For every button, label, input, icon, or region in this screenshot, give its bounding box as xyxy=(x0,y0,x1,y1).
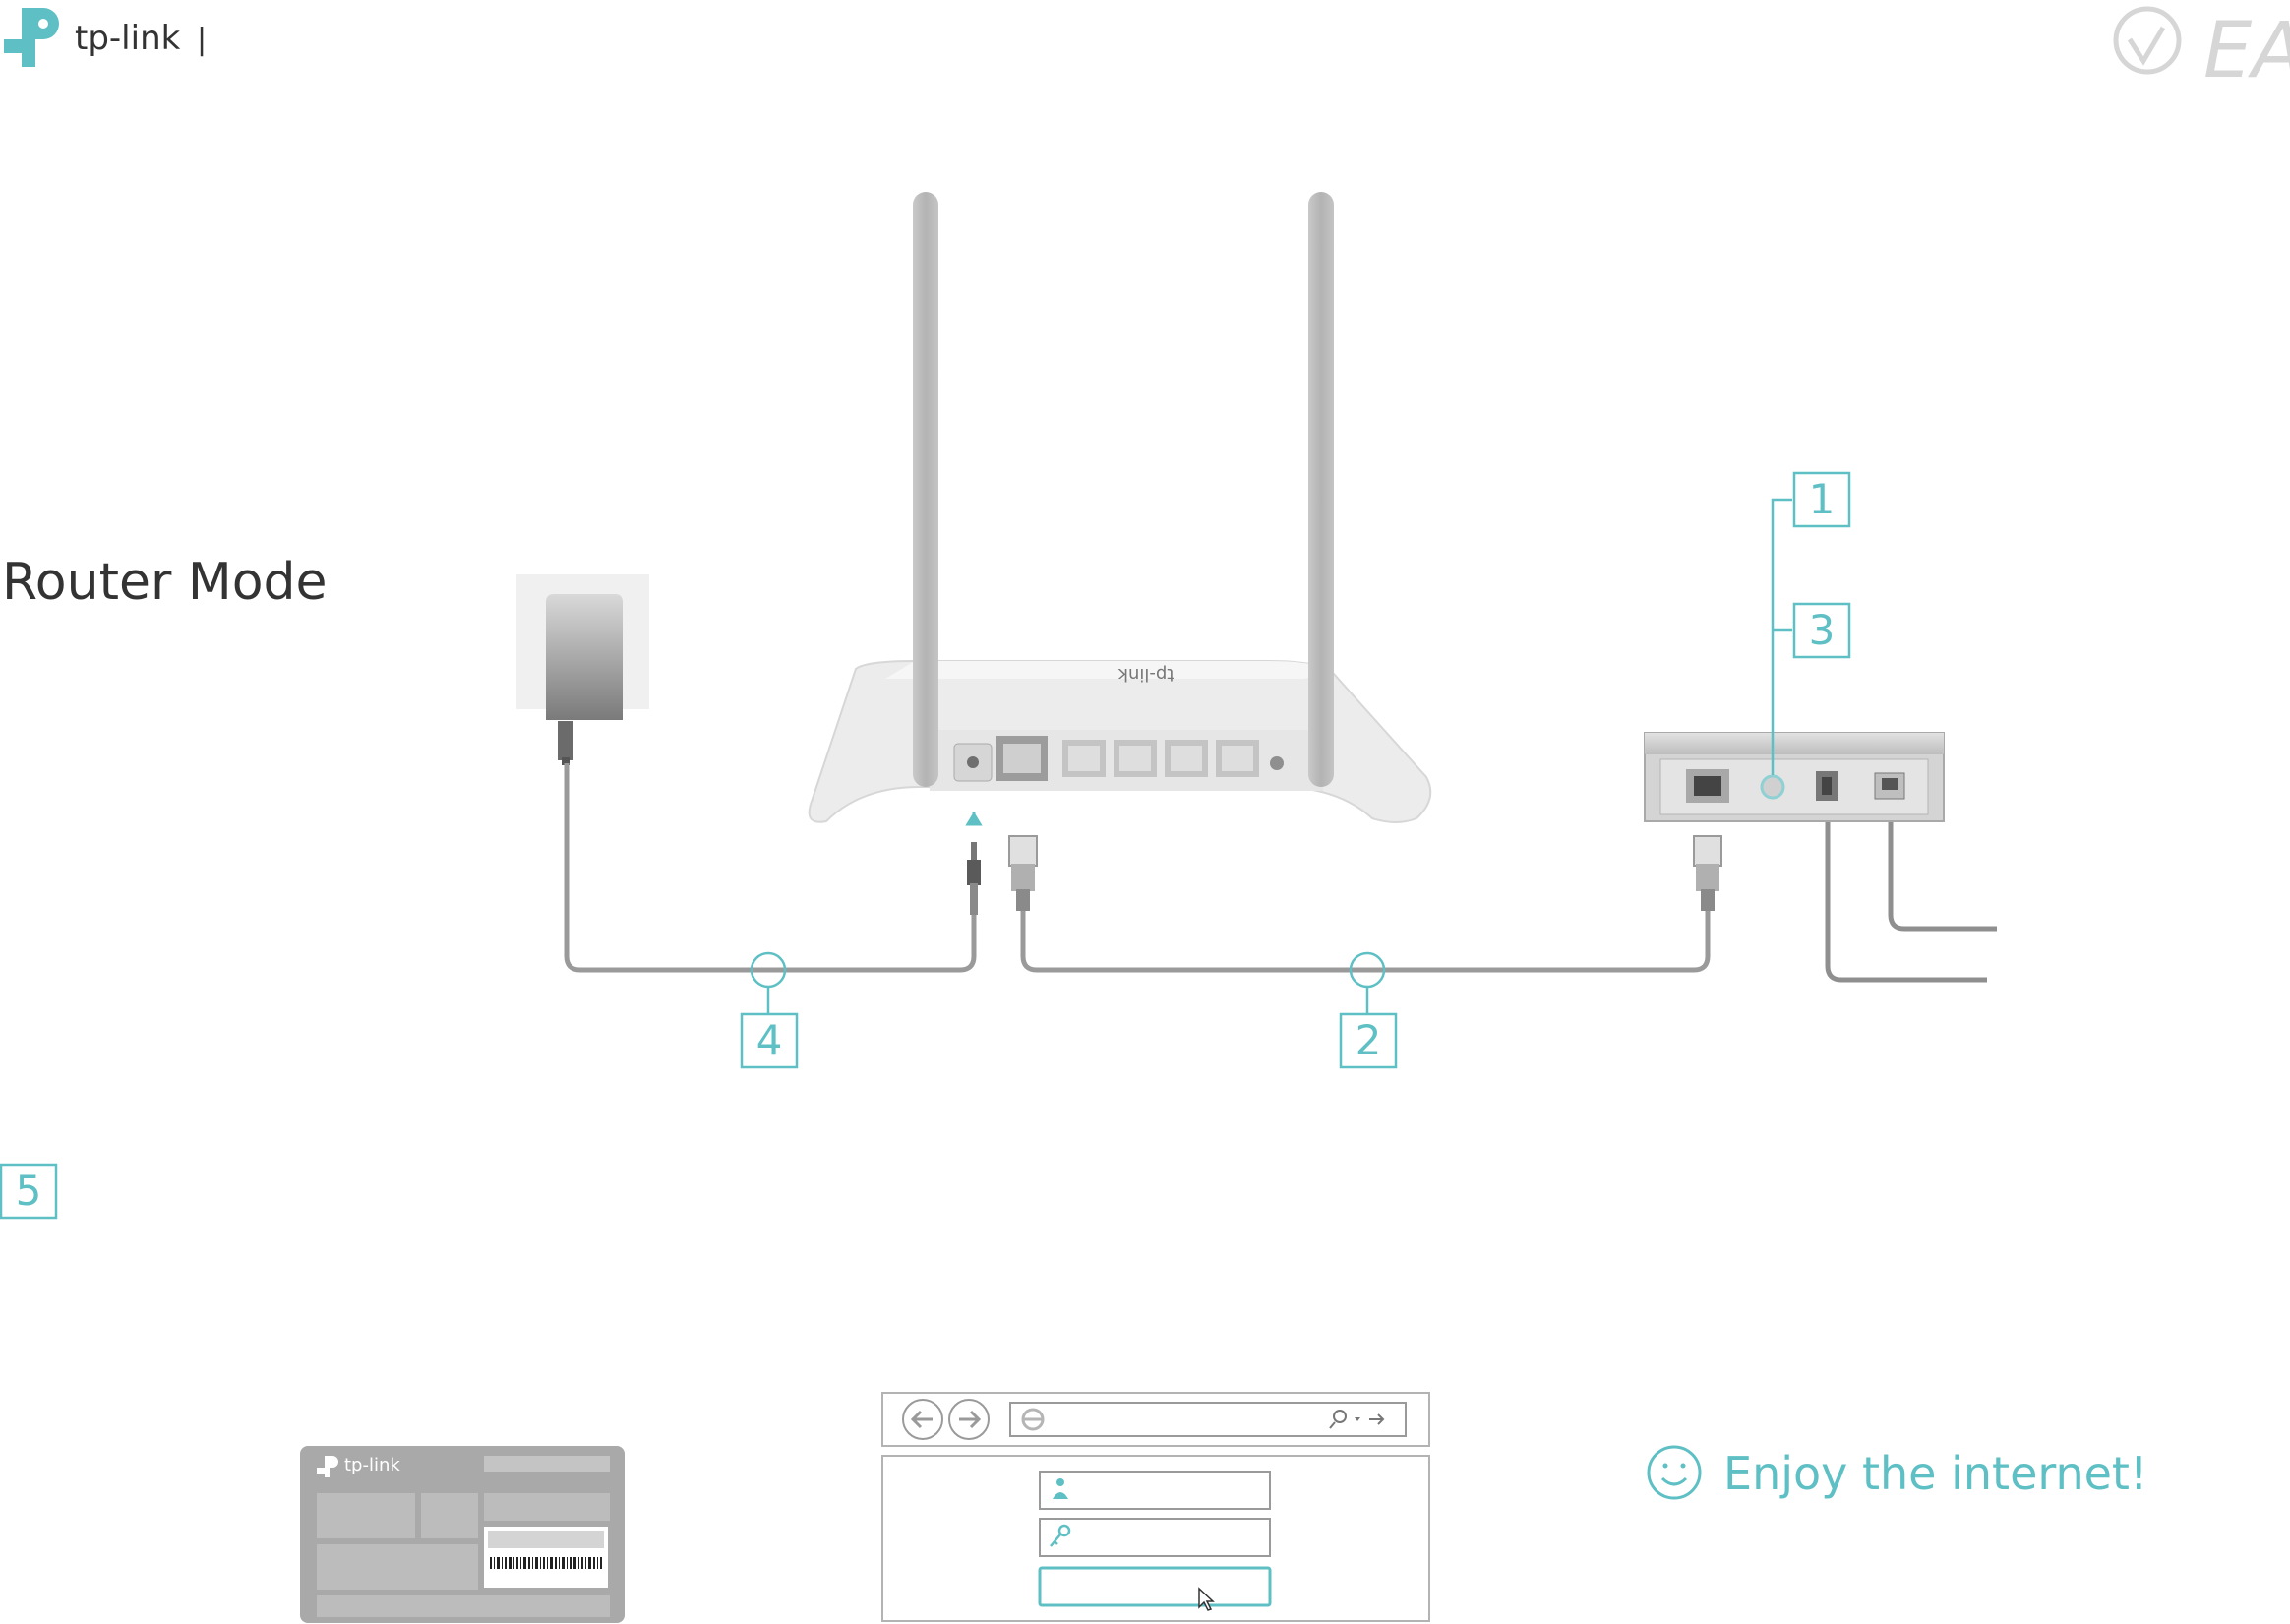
modem-power-button xyxy=(1760,774,1785,800)
step-4-label: 4 xyxy=(756,1016,783,1064)
label-card-logo-text: tp-link xyxy=(344,1455,400,1475)
callout-lines xyxy=(750,498,1792,1013)
tp-link-logo-icon xyxy=(4,8,59,67)
brand-logo-text: tp-link xyxy=(75,19,181,58)
label-card-logo-icon xyxy=(317,1456,338,1477)
power-plug xyxy=(965,812,983,915)
brand-separator: | xyxy=(197,23,207,57)
password-field[interactable] xyxy=(1039,1518,1271,1557)
browser-window xyxy=(881,1392,1430,1622)
step-2: 2 xyxy=(1339,1012,1398,1069)
power-cable xyxy=(564,763,977,973)
antenna-left xyxy=(913,192,938,787)
step-3-label: 3 xyxy=(1809,606,1836,654)
barcode xyxy=(490,1557,602,1569)
brand-logo: tp-link | xyxy=(4,8,207,67)
step-5: 5 xyxy=(0,1163,58,1220)
cursor-icon xyxy=(1198,1587,1215,1611)
browser-e-icon xyxy=(1021,1408,1045,1431)
step-2-label: 2 xyxy=(1356,1016,1382,1064)
router-label-card: tp-link xyxy=(300,1446,625,1623)
ethernet-plug-modem xyxy=(1693,835,1722,911)
power-adapter xyxy=(516,574,649,765)
modem xyxy=(1644,732,1945,822)
search-icon[interactable] xyxy=(1329,1410,1385,1429)
username-field[interactable] xyxy=(1039,1471,1271,1510)
router-ports xyxy=(996,736,1284,781)
enjoy-text: Enjoy the internet! xyxy=(1723,1447,2147,1500)
phone-line-cable xyxy=(1888,799,1997,932)
user-icon xyxy=(1053,1478,1068,1499)
eac-mark-text: EAC xyxy=(2203,7,2290,95)
key-icon xyxy=(1050,1524,1071,1547)
back-arrow-icon xyxy=(910,1410,933,1429)
enjoy-message: Enjoy the internet! xyxy=(1647,1445,2147,1500)
step-1: 1 xyxy=(1792,471,1851,528)
eac-mark: EAC xyxy=(2113,6,2290,95)
step-1-label: 1 xyxy=(1809,475,1836,523)
step-5-label: 5 xyxy=(16,1167,42,1215)
router: tp-link xyxy=(808,192,1432,823)
forward-button[interactable] xyxy=(948,1399,990,1440)
ethernet-plug-router xyxy=(1008,835,1038,911)
eac-mark-icon xyxy=(2113,6,2182,75)
address-bar[interactable] xyxy=(1009,1402,1407,1437)
smiley-icon xyxy=(1647,1445,1702,1500)
ethernet-cable xyxy=(1020,910,1711,973)
login-button[interactable] xyxy=(1038,1566,1272,1611)
router-top-logo: tp-link xyxy=(1117,664,1174,685)
step-4: 4 xyxy=(740,1012,799,1069)
step-3: 3 xyxy=(1792,602,1851,659)
page-title: Router Mode xyxy=(2,553,328,612)
antenna-right xyxy=(1308,192,1334,787)
cables xyxy=(564,763,2277,983)
forward-arrow-icon xyxy=(959,1410,982,1429)
back-button[interactable] xyxy=(902,1399,943,1440)
modem-power-cable xyxy=(1825,802,1987,983)
